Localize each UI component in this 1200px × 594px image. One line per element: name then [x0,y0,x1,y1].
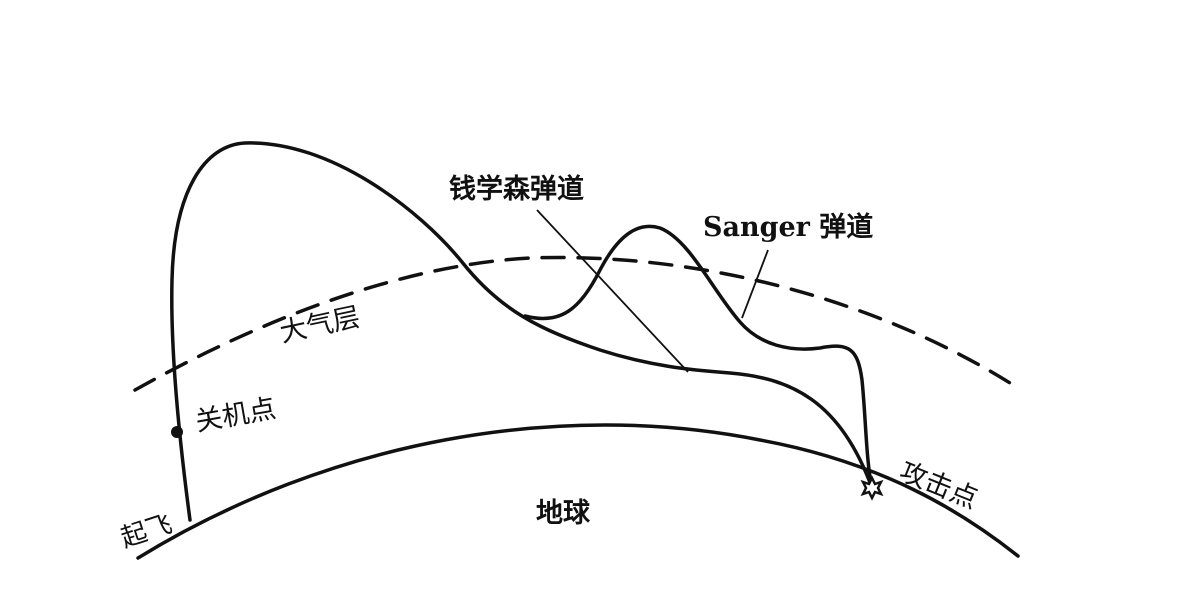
sanger-label-leader [741,249,769,319]
qian-trajectory-curve [170,141,874,522]
sanger-trajectory-curve [523,224,874,490]
atmosphere-boundary-dashed [133,255,1020,392]
earth-label: 地球 [536,498,591,529]
takeoff-label: 起飞 [117,509,176,554]
attack-point-label: 攻击点 [895,456,982,515]
qian-label-leader [536,209,689,373]
earth-surface-curve [136,423,1020,560]
qian-trajectory-label: 钱学森弹道 [449,173,584,205]
attack-point-star-icon [860,475,884,501]
burnout-point-label: 关机点 [193,393,278,438]
atmosphere-label: 大气层 [277,302,363,349]
sanger-trajectory-label: Sanger 弹道 [703,211,873,243]
burnout-point-dot [171,426,183,438]
